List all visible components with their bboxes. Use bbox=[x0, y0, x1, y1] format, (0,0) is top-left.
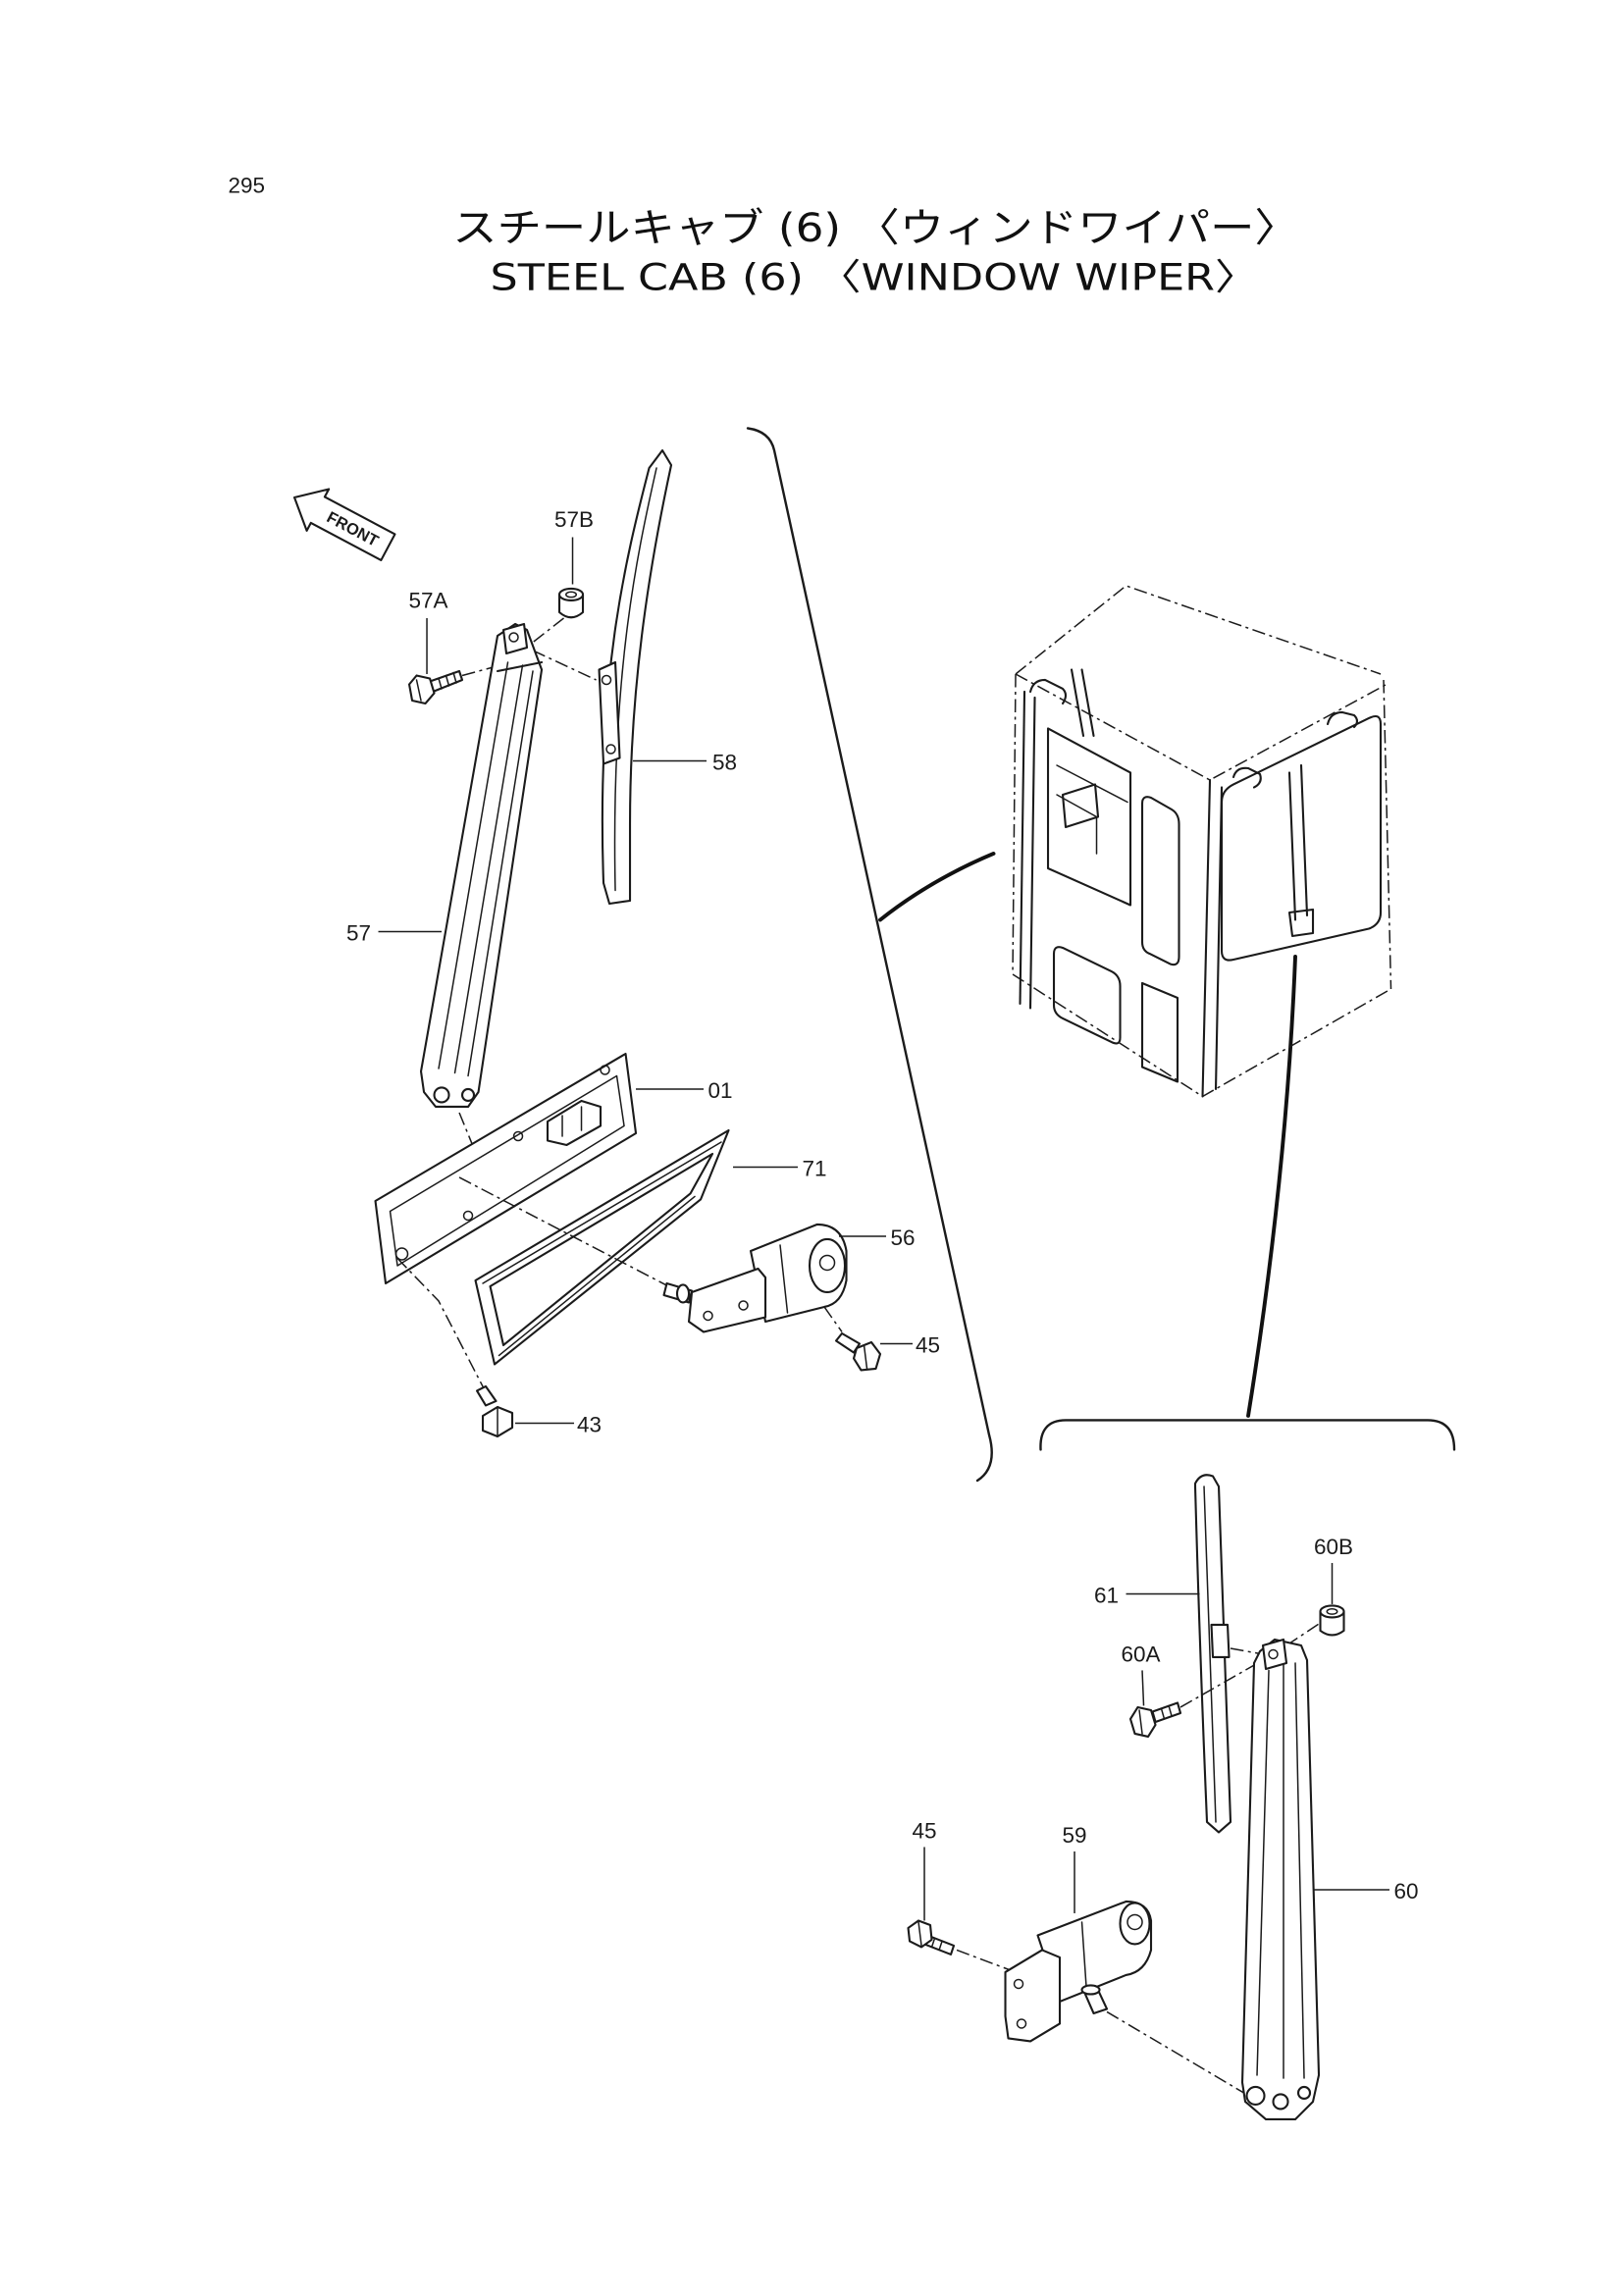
bolt-43 bbox=[475, 1384, 514, 1438]
callout-57b: 57B bbox=[554, 507, 594, 532]
nut-57b bbox=[557, 587, 585, 619]
detail-bubble-right bbox=[1039, 1419, 1456, 1451]
gasket-71 bbox=[474, 1128, 730, 1366]
callout-45-right: 45 bbox=[913, 1818, 937, 1843]
phantom-line-45-left bbox=[823, 1306, 843, 1332]
callout-60: 60 bbox=[1394, 1879, 1419, 1903]
callout-45-left: 45 bbox=[916, 1332, 940, 1357]
bolt-45-right bbox=[907, 1919, 956, 1956]
wiper-blade-58 bbox=[598, 448, 673, 906]
title-japanese: スチールキャブ (6) 〈ウィンドワイパー〉 bbox=[452, 204, 1298, 251]
title-english: STEEL CAB (6) 〈WINDOW WIPER〉 bbox=[491, 255, 1259, 298]
callout-57a: 57A bbox=[409, 588, 448, 612]
nut-60b bbox=[1319, 1604, 1345, 1637]
callout-43: 43 bbox=[577, 1412, 602, 1436]
detail-bubble-left-link bbox=[878, 852, 996, 922]
wiper-arm-57 bbox=[419, 622, 544, 1109]
wiper-motor-59 bbox=[1004, 1900, 1153, 2043]
cab-illustration bbox=[1012, 585, 1392, 1098]
motor-plate-01 bbox=[374, 1052, 638, 1285]
wiper-motor-56 bbox=[662, 1223, 848, 1333]
callout-71: 71 bbox=[803, 1156, 827, 1180]
callout-60a: 60A bbox=[1122, 1642, 1161, 1666]
wiper-blade-61 bbox=[1193, 1474, 1232, 1834]
front-direction-arrow: FRONT bbox=[292, 488, 396, 561]
page-number: 295 bbox=[229, 173, 266, 197]
leader-lines bbox=[378, 537, 1390, 1921]
wiper-arm-60 bbox=[1240, 1638, 1321, 2121]
callout-61: 61 bbox=[1094, 1583, 1119, 1607]
callout-59: 59 bbox=[1063, 1823, 1087, 1848]
callout-58: 58 bbox=[712, 750, 737, 774]
detail-bubble-left bbox=[746, 427, 993, 1483]
callout-56: 56 bbox=[891, 1225, 916, 1250]
bolt-60a bbox=[1128, 1701, 1182, 1739]
detail-bubble-right-link bbox=[1246, 955, 1297, 1418]
bolt-57a bbox=[407, 669, 464, 705]
bolt-45-left bbox=[834, 1331, 882, 1372]
callout-57: 57 bbox=[346, 920, 371, 945]
callout-60b: 60B bbox=[1314, 1535, 1353, 1559]
callout-01: 01 bbox=[708, 1078, 733, 1103]
